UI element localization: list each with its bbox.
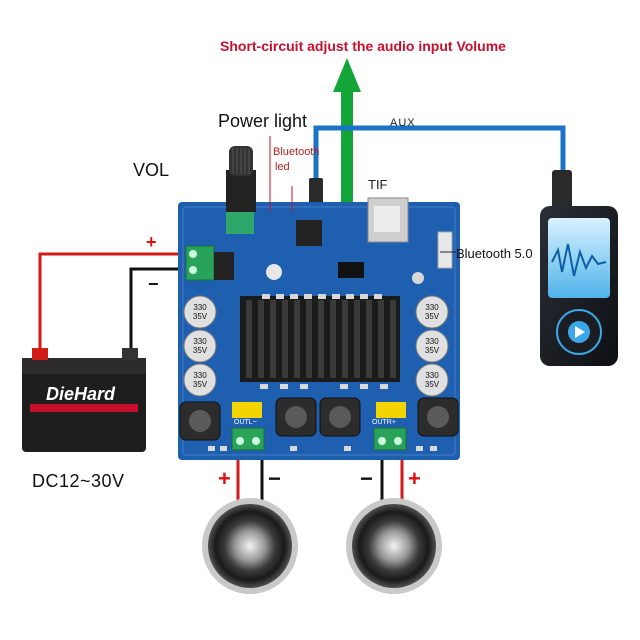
svg-text:35V: 35V <box>193 346 208 355</box>
bluetooth-label: Bluetooth 5.0 <box>456 246 533 261</box>
speaker-right <box>346 498 442 594</box>
right-speaker-plus-sign: + <box>408 466 421 491</box>
left-speaker-plus-sign: + <box>218 466 231 491</box>
svg-text:35V: 35V <box>425 312 440 321</box>
out-right-label: OUTR+ <box>372 419 396 426</box>
out-left-label: OUTL− <box>234 419 257 426</box>
voltage-label: DC12~30V <box>32 471 125 491</box>
power-light-label: Power light <box>218 111 308 131</box>
svg-text:330: 330 <box>425 303 439 312</box>
bluetooth-led-label-line2: led <box>275 161 290 173</box>
battery-plus-sign: + <box>146 232 157 252</box>
svg-text:35V: 35V <box>193 312 208 321</box>
svg-text:330: 330 <box>425 371 439 380</box>
volume-knob <box>226 146 256 212</box>
diagram-title: Short-circuit adjust the audio input Vol… <box>220 38 506 54</box>
vol-label: VOL <box>133 160 170 180</box>
svg-text:330: 330 <box>425 337 439 346</box>
aux-label: AUX <box>390 117 416 129</box>
left-speaker-minus-sign: − <box>268 466 281 491</box>
svg-text:35V: 35V <box>425 380 440 389</box>
battery-brand: DieHard <box>46 384 116 404</box>
amplifier-board <box>178 197 460 460</box>
battery-minus-sign: − <box>148 274 159 294</box>
volume-arrow <box>333 58 361 206</box>
media-player <box>540 206 618 366</box>
battery-wires <box>38 252 190 360</box>
bluetooth-led-label-line1: Bluetooth <box>273 146 320 158</box>
right-speaker-minus-sign: − <box>360 466 373 491</box>
svg-text:35V: 35V <box>193 380 208 389</box>
battery <box>22 348 146 452</box>
speaker-left <box>202 498 298 594</box>
svg-text:330: 330 <box>193 371 207 380</box>
svg-text:330: 330 <box>193 303 207 312</box>
tf-card-label: TIF <box>368 177 388 192</box>
svg-text:330: 330 <box>193 337 207 346</box>
svg-text:35V: 35V <box>425 346 440 355</box>
